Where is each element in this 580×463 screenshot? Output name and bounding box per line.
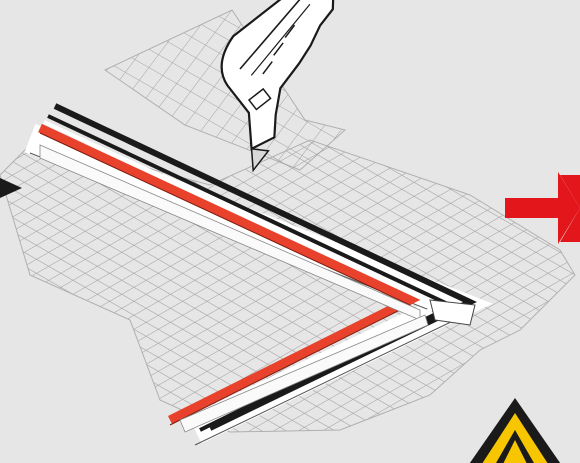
- warning-triangle-icon: [465, 398, 565, 463]
